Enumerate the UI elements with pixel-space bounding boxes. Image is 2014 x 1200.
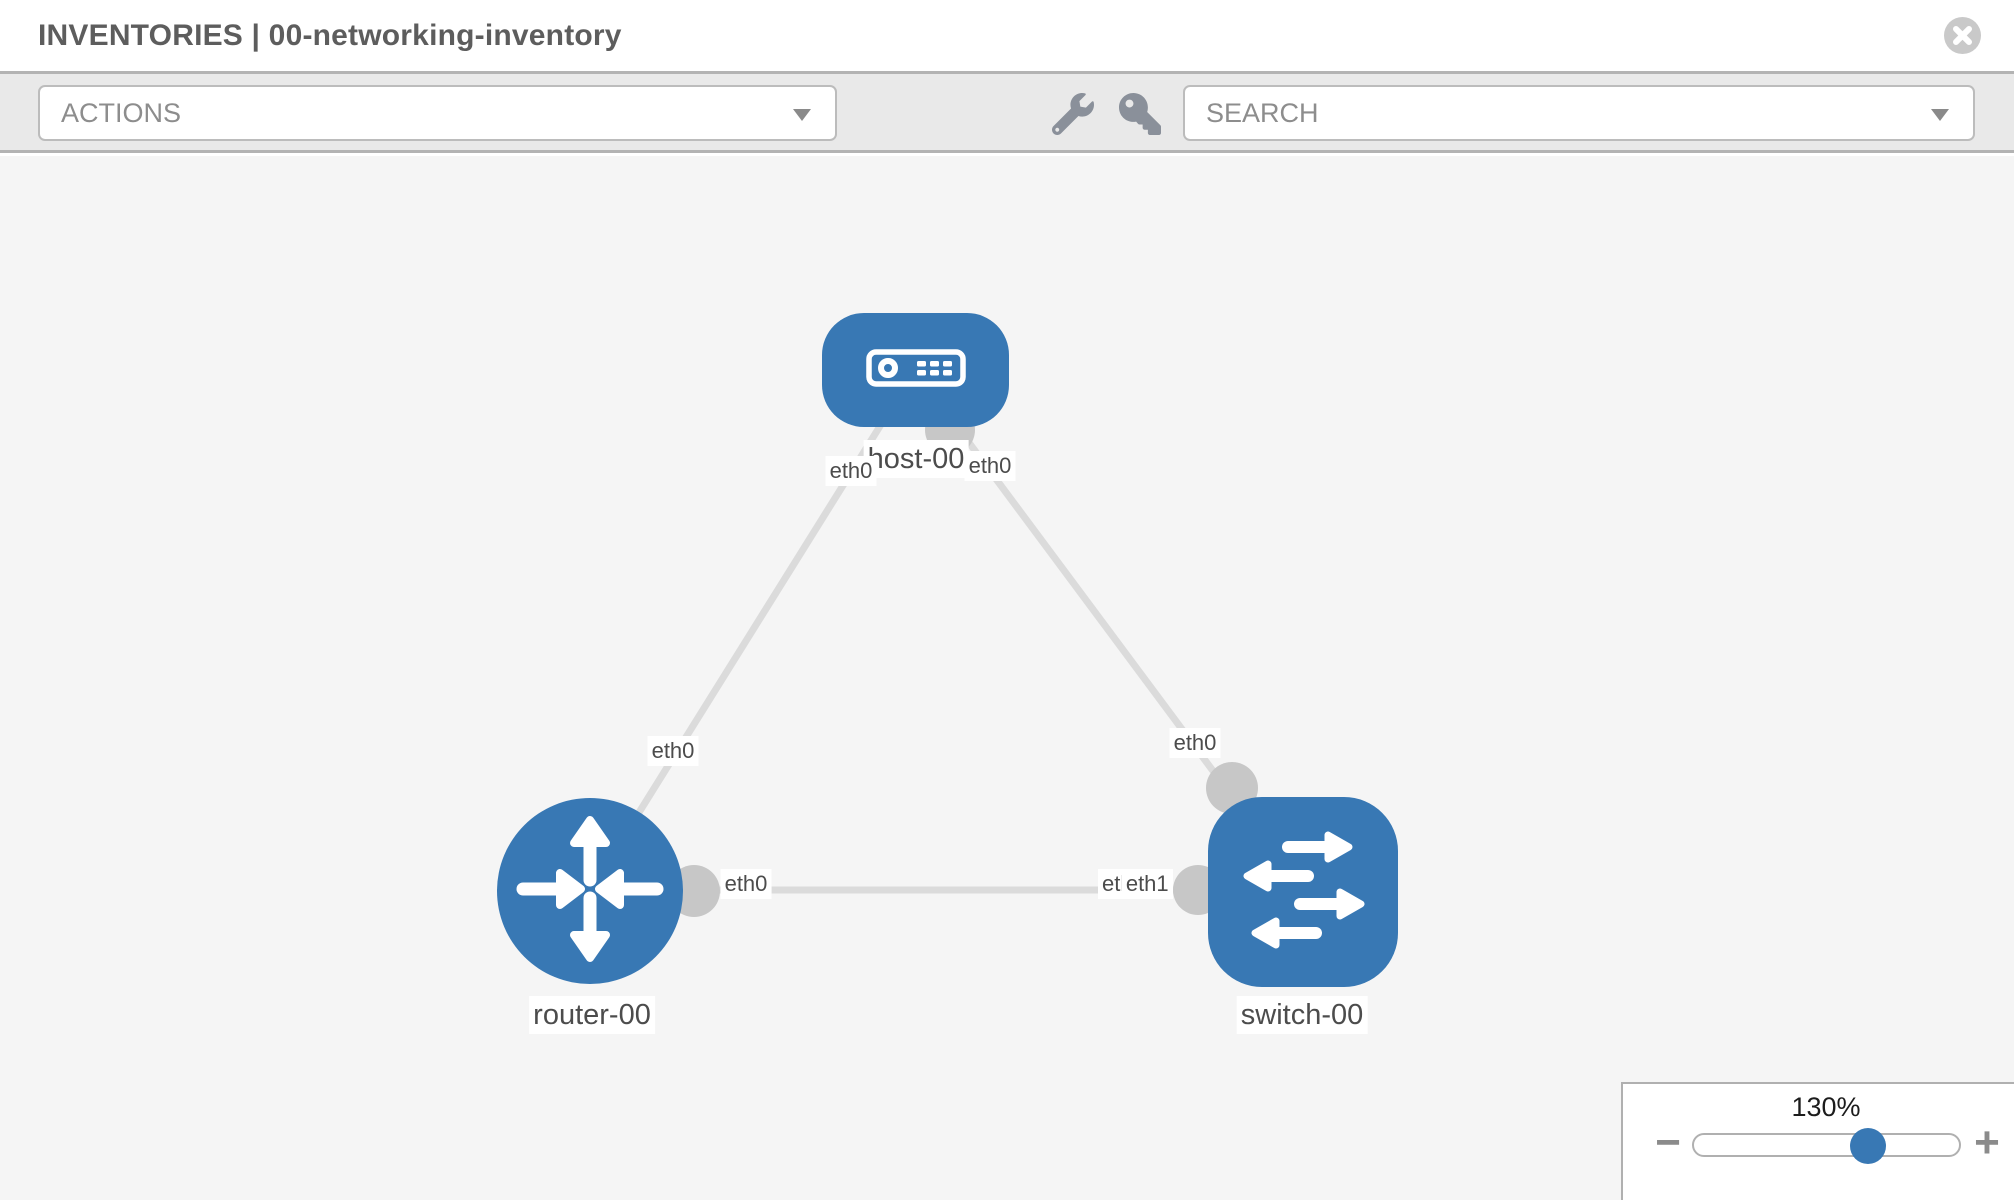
- chevron-down-icon: [1931, 109, 1949, 121]
- if-label-switch-pair: eth0 eth1: [1098, 869, 1173, 899]
- close-button[interactable]: [1944, 17, 1981, 54]
- zoom-slider-track[interactable]: [1692, 1128, 1961, 1164]
- interface-connectors: [668, 405, 1258, 917]
- server-icon: [865, 348, 966, 392]
- router-icon: [497, 796, 683, 987]
- node-host[interactable]: [822, 313, 1009, 427]
- chevron-down-icon: [793, 109, 811, 121]
- node-label-router: router-00: [529, 996, 655, 1035]
- topology-canvas[interactable]: host-00 router-00 switch-00 eth0 eth0 et…: [0, 156, 2014, 1200]
- if-label-host-eth0-left: eth0: [825, 456, 877, 486]
- zoom-panel: 130% − +: [1621, 1082, 2014, 1200]
- actions-dropdown-label: ACTIONS: [61, 97, 182, 128]
- node-label-switch: switch-00: [1236, 996, 1368, 1035]
- actions-dropdown[interactable]: ACTIONS: [38, 85, 837, 141]
- if-label-host-eth0-right: eth0: [964, 451, 1016, 481]
- key-icon: [1119, 93, 1161, 138]
- search-placeholder: SEARCH: [1206, 97, 1319, 128]
- zoom-slider-thumb[interactable]: [1850, 1128, 1886, 1164]
- zoom-in-button[interactable]: +: [1970, 1121, 2004, 1165]
- wrench-button[interactable]: [1051, 93, 1094, 138]
- toolbar: ACTIONS SEARCH: [0, 71, 2014, 153]
- zoom-level: 130%: [1791, 1092, 1861, 1122]
- close-icon: [1944, 17, 1981, 57]
- page-header: INVENTORIES | 00-networking-inventory: [0, 0, 2014, 71]
- page-title: INVENTORIES | 00-networking-inventory: [38, 18, 622, 52]
- switch-icon: [1208, 795, 1398, 990]
- if-label-router-eth0: eth0: [720, 869, 772, 899]
- if-label-mid-right-eth0: eth0: [1169, 728, 1221, 758]
- if-label-switch-eth1: eth1: [1121, 869, 1173, 899]
- key-button[interactable]: [1119, 93, 1161, 135]
- search-input[interactable]: SEARCH: [1183, 85, 1975, 141]
- links-layer: [587, 367, 1306, 917]
- node-router[interactable]: [497, 798, 683, 984]
- node-switch[interactable]: [1208, 797, 1398, 987]
- zoom-out-button[interactable]: −: [1651, 1121, 1685, 1165]
- if-label-mid-left-eth0: eth0: [647, 736, 699, 766]
- node-label-host: host-00: [863, 440, 969, 479]
- wrench-icon: [1051, 93, 1094, 138]
